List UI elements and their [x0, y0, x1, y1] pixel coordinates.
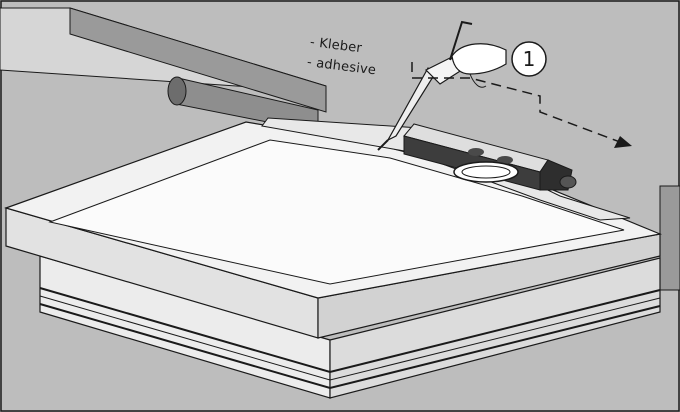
back-wall	[69, 7, 327, 113]
board-inner-panel	[48, 139, 625, 285]
drain-slot	[453, 161, 519, 183]
direction-arrow-icon	[411, 62, 632, 148]
platform-base	[39, 255, 661, 399]
hand-icon	[451, 43, 507, 88]
callout-circle	[511, 41, 547, 77]
side-wall	[659, 185, 680, 291]
callout-number: 1	[522, 47, 536, 71]
